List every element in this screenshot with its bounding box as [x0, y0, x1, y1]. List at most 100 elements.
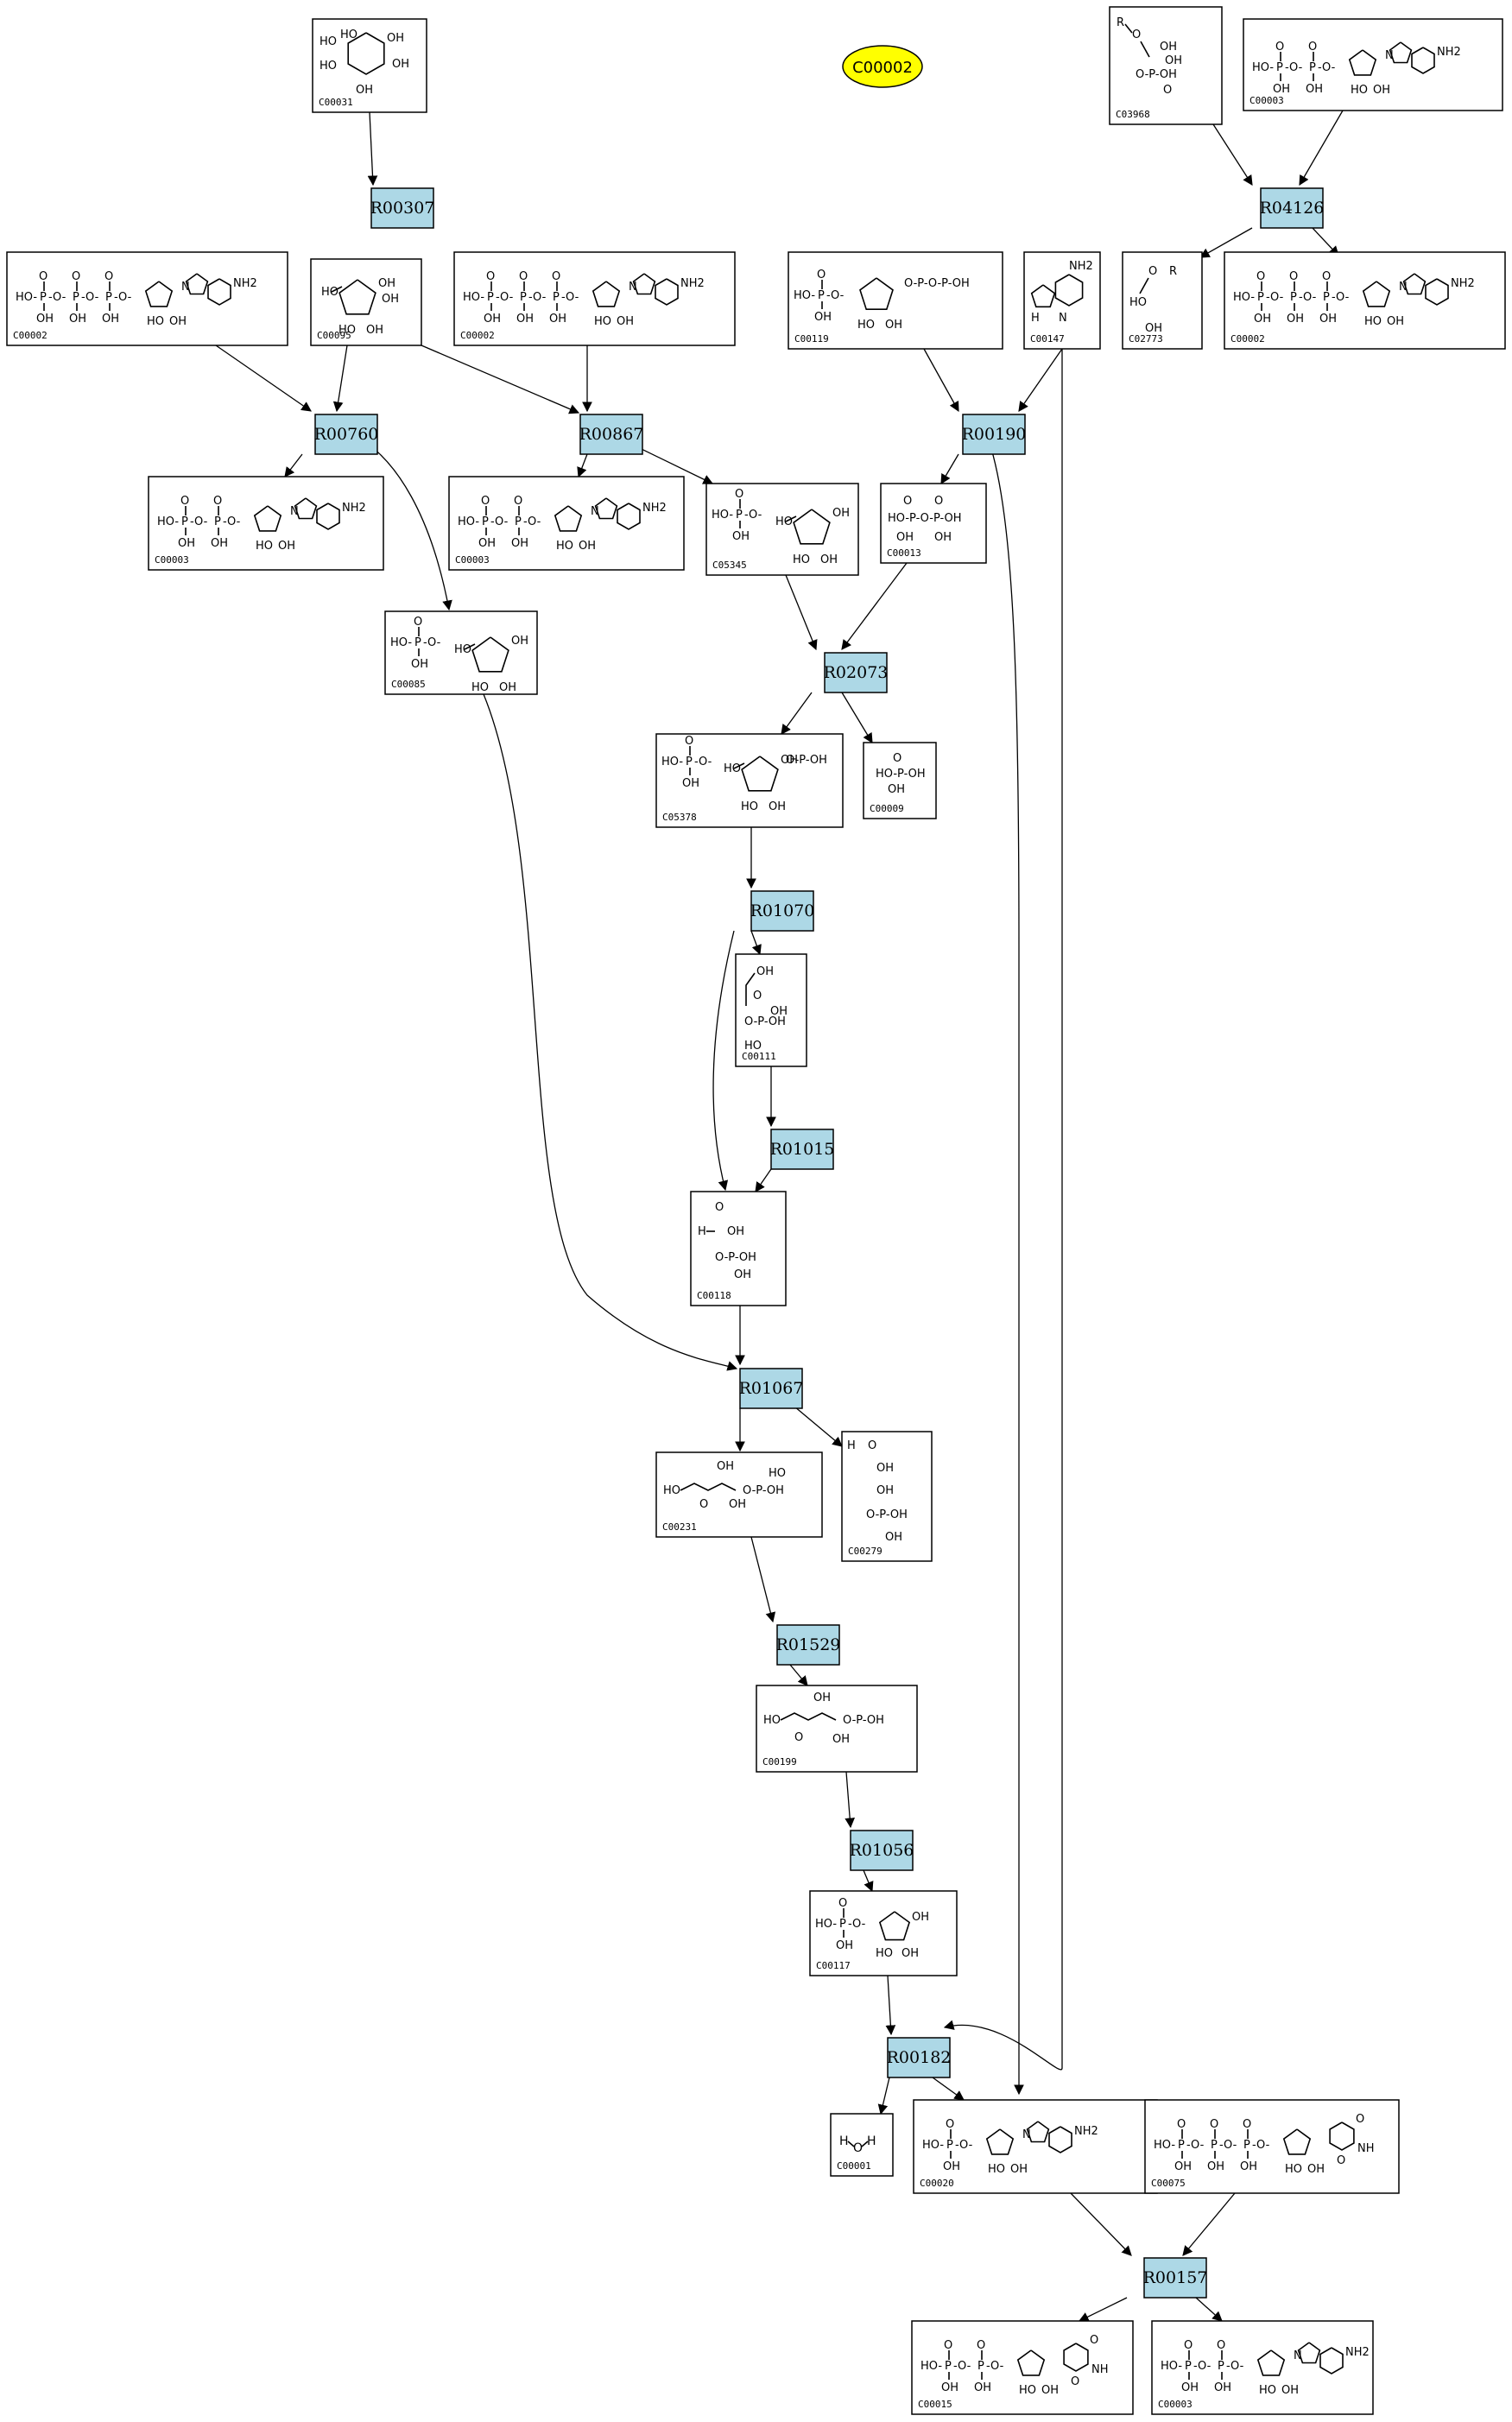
reaction-edge [750, 930, 762, 956]
atom-label: -O- [694, 756, 712, 768]
reaction-node-r01056[interactable]: R01056 [850, 1830, 914, 1871]
reaction-edge [1182, 2192, 1236, 2256]
reaction-label: R01067 [739, 1379, 804, 1398]
reaction-edge [483, 693, 738, 1371]
atom-label: P [1185, 2360, 1192, 2373]
reaction-node-r00307[interactable]: R00307 [370, 187, 435, 229]
atom-label: N [1294, 2349, 1302, 2362]
atom-label: HO- [1161, 2360, 1182, 2373]
atom-label: O-P-O-P-OH [904, 277, 970, 290]
atom-label: P [105, 291, 112, 304]
reaction-node-r00182[interactable]: R00182 [887, 2037, 952, 2078]
atom-label: P [515, 515, 522, 528]
atom-label: HO [1259, 2384, 1276, 2397]
atom-label: HO [338, 324, 356, 337]
pathway-title-node[interactable]: C00002 [842, 45, 923, 88]
atom-label: H [847, 1439, 856, 1452]
reaction-node-r04126[interactable]: R04126 [1260, 187, 1325, 229]
atom-label: O [180, 495, 189, 508]
bond [592, 281, 621, 307]
reaction-box [750, 890, 814, 932]
atom-label: -O- [1299, 291, 1317, 304]
atom-label: HO- [16, 291, 37, 304]
atom-label: OH [727, 1225, 744, 1238]
atom-label: O [1163, 84, 1172, 97]
atom-label: HO [744, 1040, 762, 1053]
reaction-node-r02073[interactable]: R02073 [824, 652, 889, 693]
atom-label: OH [1273, 83, 1290, 96]
reaction-node-r00190[interactable]: R00190 [962, 414, 1027, 455]
edges-layer [215, 110, 1344, 2322]
atom-label: HO [857, 319, 875, 332]
atom-label: H [1031, 312, 1040, 325]
atom-label: OH [387, 32, 404, 45]
reaction-box [579, 414, 643, 455]
atom-label: NH2 [642, 502, 667, 515]
reaction-node-r00157[interactable]: R00157 [1143, 2257, 1208, 2299]
atom-label: OH [1207, 2160, 1224, 2173]
atom-label: OH [1281, 2384, 1299, 2397]
compound-label: C00199 [762, 1756, 797, 1767]
reaction-node-r01529[interactable]: R01529 [776, 1624, 841, 1666]
atom-label: O [481, 495, 490, 508]
atom-label: P [487, 291, 494, 304]
atom-label: P [553, 291, 560, 304]
atom-label: O [794, 1731, 803, 1744]
atom-label: O [552, 270, 560, 283]
atom-label: HO [1364, 315, 1382, 328]
reaction-node-r01070[interactable]: R01070 [750, 890, 815, 932]
reaction-node-r00760[interactable]: R00760 [314, 414, 379, 455]
atom-label: NH2 [1345, 2346, 1370, 2359]
atom-label: HO [321, 286, 338, 299]
title-ellipse [842, 45, 923, 88]
atom-label: OH [382, 293, 399, 306]
reaction-node-r01067[interactable]: R01067 [739, 1368, 804, 1409]
atom-label: OH [888, 783, 905, 796]
reaction-node-r01015[interactable]: R01015 [770, 1129, 835, 1170]
bond [632, 273, 656, 295]
reaction-edge [284, 453, 303, 477]
atom-label: HO- [1233, 291, 1255, 304]
compound-box [756, 1685, 918, 1773]
atom-label: -O- [423, 636, 441, 649]
reaction-edge [863, 1869, 874, 1893]
bond [741, 756, 779, 792]
atom-label: HO- [920, 2360, 942, 2373]
bond [1054, 274, 1084, 307]
atom-label: OH [1041, 2384, 1059, 2397]
reaction-node-r00867[interactable]: R00867 [579, 414, 644, 455]
